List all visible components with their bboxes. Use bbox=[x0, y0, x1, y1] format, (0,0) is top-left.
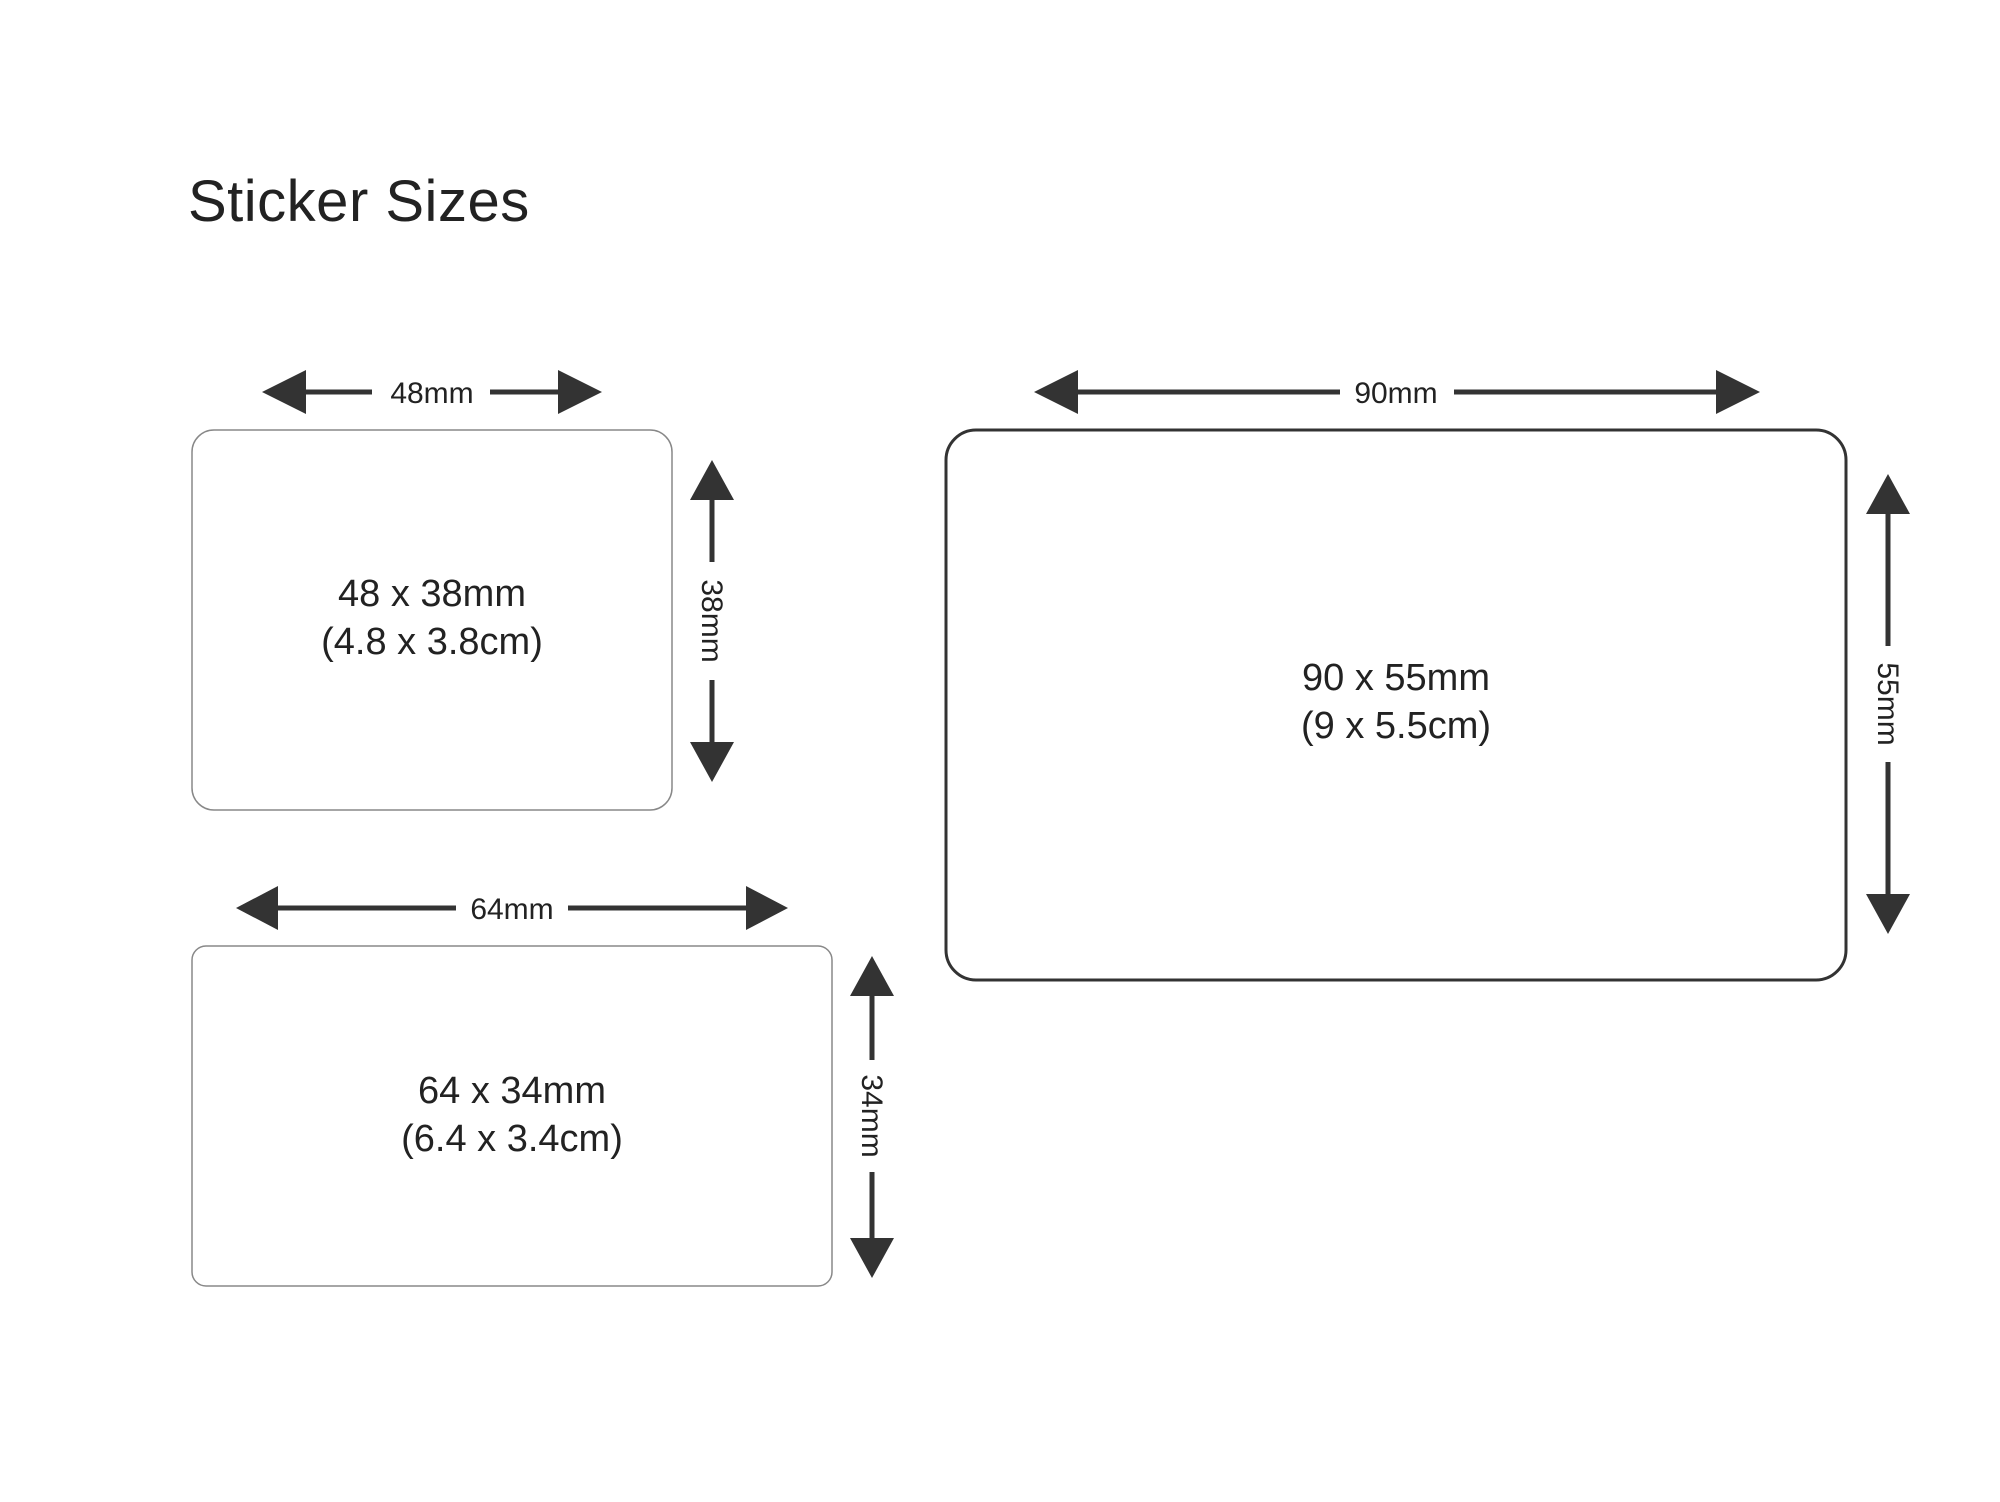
label-knockout bbox=[693, 573, 730, 669]
sticker-48x38-height-arrow bbox=[690, 460, 734, 782]
sticker-90x55-height-label: 55mm bbox=[1871, 662, 1904, 745]
sticker-90x55-width-label: 90mm bbox=[1354, 377, 1437, 410]
sticker-90x55-size-mm: 90 x 55mm bbox=[1302, 657, 1490, 699]
page-title: Sticker Sizes bbox=[188, 169, 530, 234]
sticker-64x34-width-label: 64mm bbox=[470, 893, 553, 926]
sticker-90x55: 90 x 55mm (9 x 5.5cm) 90mm 55mm bbox=[944, 370, 1910, 982]
label-knockout bbox=[853, 1068, 890, 1164]
sticker-64x34-size-mm: 64 x 34mm bbox=[418, 1070, 606, 1112]
label-knockout bbox=[384, 375, 480, 412]
sticker-64x34: 64 x 34mm (6.4 x 3.4cm) 64mm 34mm bbox=[191, 886, 894, 1287]
sticker-64x34-height-label: 34mm bbox=[855, 1074, 888, 1157]
sticker-48x38-outline bbox=[191, 429, 673, 811]
sticker-48x38-width-label: 48mm bbox=[390, 377, 473, 410]
label-knockout bbox=[1348, 375, 1444, 412]
sticker-64x34-width-arrow bbox=[236, 886, 788, 930]
sticker-48x38-width-arrow bbox=[262, 370, 602, 414]
sticker-90x55-size-cm: (9 x 5.5cm) bbox=[1301, 705, 1491, 747]
label-knockout bbox=[1869, 656, 1906, 752]
sticker-90x55-outline bbox=[944, 428, 1848, 982]
sticker-64x34-height-arrow bbox=[850, 956, 894, 1278]
sticker-90x55-height-arrow bbox=[1866, 474, 1910, 934]
sticker-48x38-size-cm: (4.8 x 3.8cm) bbox=[321, 621, 543, 663]
sticker-48x38-size-mm: 48 x 38mm bbox=[338, 573, 526, 615]
sticker-48x38-height-label: 38mm bbox=[695, 579, 728, 662]
sticker-90x55-width-arrow bbox=[1034, 370, 1760, 414]
sticker-64x34-size-cm: (6.4 x 3.4cm) bbox=[401, 1118, 623, 1160]
label-knockout bbox=[464, 891, 560, 928]
sticker-64x34-outline bbox=[191, 945, 833, 1287]
sticker-48x38: 48 x 38mm (4.8 x 3.8cm) 48mm 38mm bbox=[191, 370, 734, 811]
